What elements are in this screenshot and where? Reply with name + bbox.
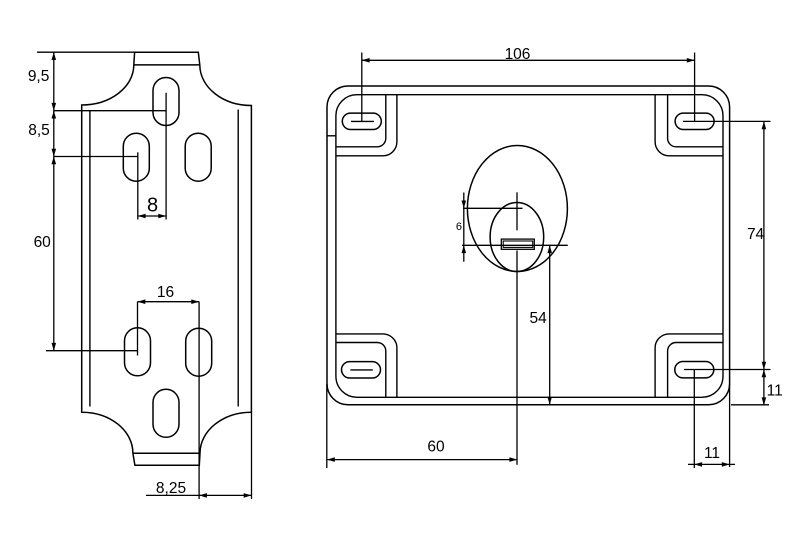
svg-text:106: 106 — [505, 46, 531, 63]
svg-text:60: 60 — [427, 439, 445, 456]
svg-text:8,25: 8,25 — [156, 480, 186, 497]
svg-text:54: 54 — [530, 310, 548, 327]
svg-text:16: 16 — [157, 284, 174, 301]
svg-text:11: 11 — [767, 383, 783, 400]
svg-text:60: 60 — [34, 234, 52, 251]
svg-text:9,5: 9,5 — [28, 68, 50, 85]
svg-text:8: 8 — [147, 195, 158, 217]
svg-text:74: 74 — [747, 226, 765, 243]
svg-text:6: 6 — [456, 221, 462, 233]
svg-text:8,5: 8,5 — [28, 122, 50, 139]
svg-text:11: 11 — [704, 445, 720, 462]
